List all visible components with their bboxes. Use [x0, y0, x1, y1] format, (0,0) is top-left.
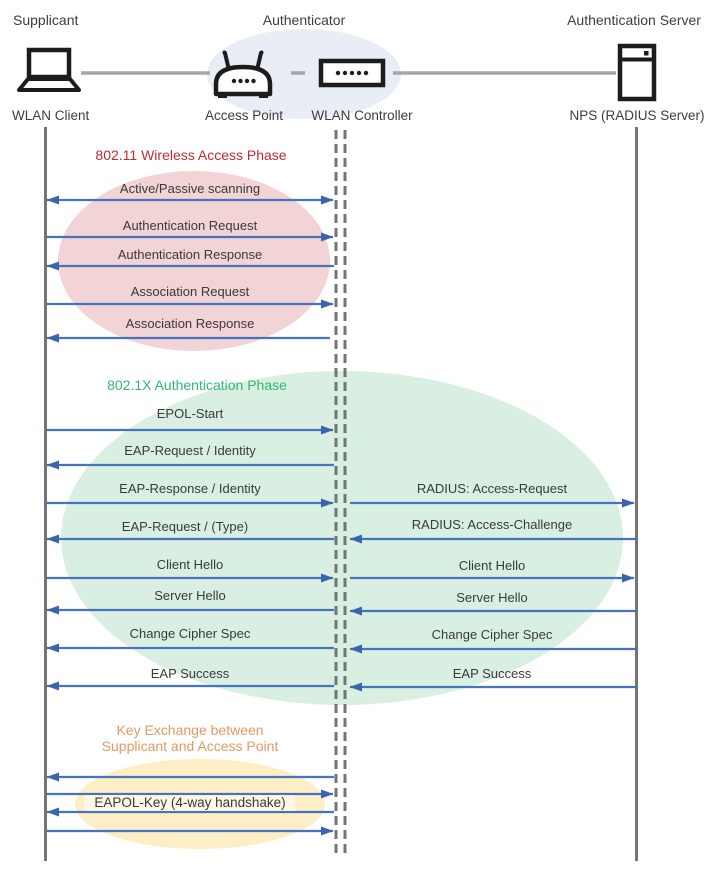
msg-eap-success-right: EAP Success — [452, 666, 532, 681]
msg-client-hello-left: Client Hello — [156, 557, 224, 572]
message-arrows — [46, 195, 637, 836]
role-authenticator: Authenticator — [262, 12, 346, 28]
msg-authentication-response: Authentication Response — [117, 247, 263, 262]
msg-eapol-key: EAPOL-Key (4-way handshake) — [84, 795, 296, 811]
role-supplicant: Supplicant — [13, 12, 79, 28]
phase1-ellipse — [58, 171, 330, 351]
laptop-icon — [17, 47, 81, 92]
msg-association-request: Association Request — [130, 284, 250, 299]
wlan-controller-icon — [318, 58, 386, 88]
msg-authentication-request: Authentication Request — [122, 218, 258, 233]
phase3-title-line2: Supplicant and Access Point — [101, 738, 279, 755]
msg-client-hello-right: Client Hello — [458, 558, 526, 573]
msg-eap-request-identity: EAP-Request / Identity — [124, 443, 256, 458]
msg-change-cipher-spec-left: Change Cipher Spec — [129, 626, 251, 641]
device-wlan-client: WLAN Client — [12, 108, 90, 123]
phase3-title-line1: Key Exchange between — [116, 722, 264, 738]
phase2-title: 802.1X Authentication Phase — [107, 377, 287, 393]
device-access-point: Access Point — [204, 108, 284, 123]
phase1-title: 802.11 Wireless Access Phase — [95, 147, 287, 163]
msg-epol-start: EPOL-Start — [156, 406, 224, 421]
msg-eap-request-type: EAP-Request / (Type) — [121, 519, 249, 534]
access-point-icon — [213, 50, 273, 98]
device-wlan-controller: WLAN Controller — [311, 108, 413, 123]
msg-eap-response-identity: EAP-Response / Identity — [119, 481, 261, 496]
msg-radius-access-challenge: RADIUS: Access-Challenge — [411, 517, 573, 532]
lifelines — [44, 127, 638, 861]
msg-radius-access-request: RADIUS: Access-Request — [416, 481, 568, 496]
device-nps-radius-server: NPS (RADIUS Server) — [569, 108, 705, 123]
role-authentication-server: Authentication Server — [567, 12, 701, 28]
msg-eap-success-left: EAP Success — [150, 666, 230, 681]
phase2-ellipse — [61, 371, 623, 705]
msg-active-passive-scanning: Active/Passive scanning — [119, 181, 261, 196]
msg-server-hello-left: Server Hello — [154, 588, 226, 603]
server-icon — [617, 43, 657, 102]
phase3-title: Key Exchange between Supplicant and Acce… — [102, 722, 279, 754]
msg-association-response: Association Response — [125, 316, 255, 331]
msg-change-cipher-spec-right: Change Cipher Spec — [431, 627, 553, 642]
msg-server-hello-right: Server Hello — [456, 590, 528, 605]
